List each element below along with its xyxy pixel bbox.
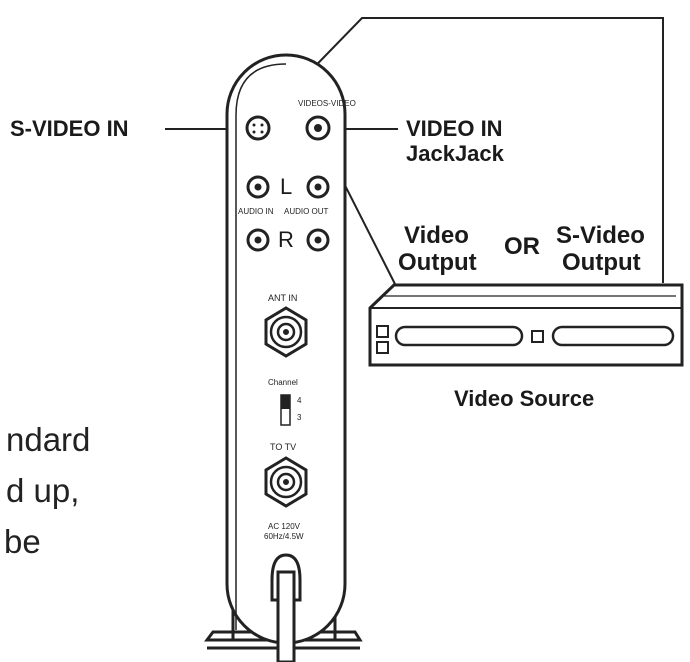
video-source-device	[368, 283, 684, 367]
channel-3-label: 3	[297, 413, 302, 422]
to-tv-connector	[264, 456, 308, 508]
video-source-label: Video Source	[454, 386, 595, 411]
video-in-label: VIDEO IN	[406, 116, 503, 141]
video-jack	[305, 115, 331, 141]
power-cord	[270, 553, 302, 662]
channel-switch	[280, 394, 291, 426]
power-rating-line1: AC 120V	[268, 522, 301, 531]
audio-out-left-jack	[306, 175, 330, 199]
audio-in-label: AUDIO IN	[238, 207, 274, 216]
svideo-output-label-line1: S-Video	[556, 222, 645, 249]
power-rating-line2: 60Hz/4.5W	[264, 532, 304, 541]
channel-label: Channel	[268, 378, 298, 387]
jack-header-label: VIDEOS-VIDEO	[298, 99, 356, 108]
audio-out-label: AUDIO OUT	[284, 207, 329, 216]
body-text-line3: be	[4, 523, 41, 560]
audio-in-right-jack	[246, 228, 270, 252]
device-inner-edge	[235, 63, 287, 630]
body-text-line2: d up,	[6, 472, 80, 509]
left-channel-label: L	[280, 174, 293, 199]
svideo-output-label-line2: Output	[562, 249, 641, 276]
video-in-jack-label: JackJack	[406, 141, 504, 166]
svideo-jack	[245, 115, 271, 141]
right-channel-label: R	[278, 227, 294, 252]
audio-out-right-jack	[306, 228, 330, 252]
to-tv-label: TO TV	[270, 442, 297, 452]
video-output-label-line1: Video	[404, 222, 469, 249]
ant-in-connector	[264, 306, 308, 358]
audio-in-left-jack	[246, 175, 270, 199]
video-output-label-line2: Output	[398, 249, 477, 276]
ant-in-label: ANT IN	[268, 293, 298, 303]
or-label: OR	[504, 233, 540, 260]
channel-4-label: 4	[297, 396, 302, 405]
body-text-line1: ndard	[6, 421, 91, 458]
svideo-in-label: S-VIDEO IN	[10, 116, 129, 141]
